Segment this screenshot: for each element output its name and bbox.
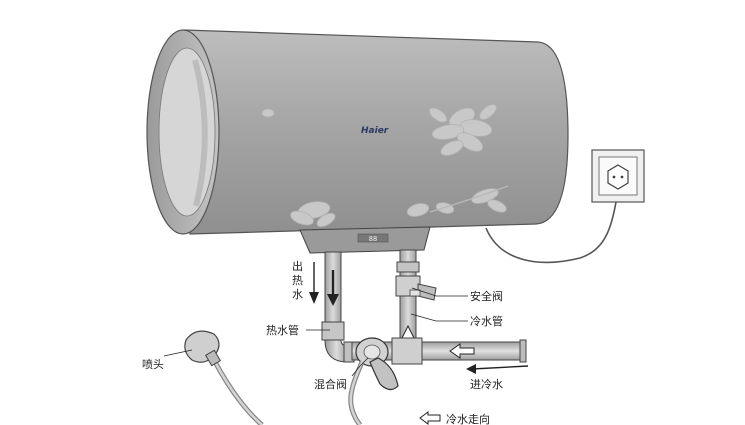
flower-decoration	[261, 104, 507, 228]
safety-valve-label: 安全阀	[470, 289, 503, 303]
wall-socket-icon	[591, 149, 645, 203]
flow-arrow-hot	[327, 270, 339, 306]
water-tank	[146, 29, 569, 235]
hot-water-pipe-label: 热水管	[266, 323, 299, 337]
hollow-left-arrow-icon	[419, 411, 441, 425]
flower-stem	[429, 185, 509, 213]
power-cord	[485, 195, 618, 264]
shower-head	[184, 330, 222, 367]
hot-water-pipe	[321, 251, 355, 363]
safety-valve	[395, 275, 437, 301]
mixing-valve-label: 混合阀	[314, 377, 347, 391]
legend-label: 冷水走向	[446, 412, 490, 425]
cold-water-pipe-label: 冷水管	[470, 314, 503, 328]
cold-inlet-arrow	[466, 364, 529, 374]
hot-water-out-arrow	[309, 262, 319, 304]
flow-arrow-cold-in	[449, 343, 475, 359]
control-panel: 88	[299, 226, 431, 254]
legend: 冷水走向	[419, 411, 490, 425]
hot-water-out-label-3: 水	[292, 288, 303, 301]
brand-logo: Haier	[361, 126, 389, 136]
shower-hose	[211, 358, 365, 425]
shower-head-label: 喷头	[142, 358, 164, 371]
panel-display: 88	[369, 235, 377, 243]
cold-water-in-label: 进冷水	[470, 378, 503, 391]
hot-water-out-label-2: 热	[292, 274, 303, 287]
hot-water-out-label-1: 出	[292, 259, 303, 273]
cold-water-pipe	[396, 249, 420, 347]
mixing-valve	[355, 337, 399, 391]
cold-inlet-pipe	[351, 337, 527, 365]
